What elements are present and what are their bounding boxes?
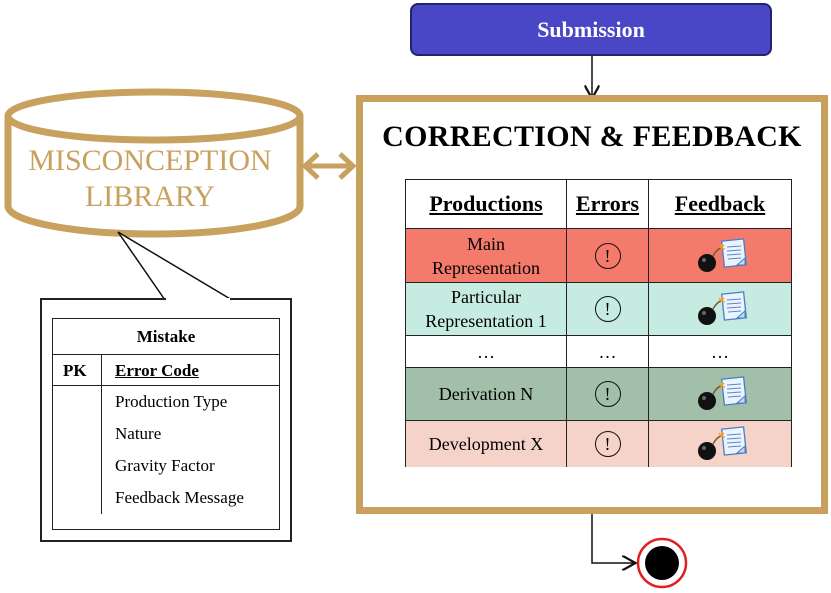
production-label-line: Development X [428,434,544,454]
mistake-callout [40,298,292,542]
production-label: Development X [429,432,543,456]
error-cell: ! [566,368,648,420]
library-link-arrow [301,152,357,180]
mistake-column-divider [101,354,102,514]
feedback-ellipsis: … [711,341,729,362]
table-row: Development X! [406,420,791,467]
table-header-row: Productions Errors Feedback [406,180,791,228]
library-label: MISCONCEPTION LIBRARY [0,143,300,215]
mistake-title-divider [53,354,279,355]
header-feedback: Feedback [648,180,791,228]
bomb-note-icon [698,291,748,325]
submission-box: Submission [410,3,772,56]
mistake-pk: PK [63,361,87,380]
production-label-line: … [477,341,495,362]
exclamation-icon: ! [594,381,621,407]
feedback-cell [648,229,791,282]
exclamation-icon: ! [594,431,621,457]
bomb-note-icon [698,237,748,272]
bomb-note-icon [698,426,748,460]
mistake-field: Nature [115,424,162,443]
production-label: … [477,340,495,364]
production-label-line: Derivation N [438,384,534,404]
feedback-cell [648,421,791,467]
production-label: Derivation N [439,382,533,406]
exclamation-icon: ! [594,296,621,322]
header-productions: Productions [429,191,543,216]
library-cylinder [4,88,304,238]
mistake-table: Mistake PK Error Code Production Type Na… [52,318,280,530]
mistake-field: Gravity Factor [115,456,215,475]
production-label-line: Particular [451,287,521,307]
mistake-key-field: Error Code [115,361,199,380]
error-cell: ! [566,229,648,282]
mistake-field: Production Type [115,392,228,411]
error-cell: … [566,336,648,367]
mistake-title: Mistake [136,327,196,346]
bomb-note-icon [698,376,748,410]
correction-title: CORRECTION & FEEDBACK [382,120,802,153]
library-label-line1: MISCONCEPTION [28,144,272,177]
header-errors: Errors [566,180,648,228]
production-label-line: Representation 1 [425,311,547,331]
library-label-line2: LIBRARY [84,180,216,213]
feedback-cell [648,368,791,420]
table-row: … … … [406,335,791,367]
mistake-field: Feedback Message [115,488,244,507]
feedback-cell: … [648,336,791,367]
production-name: Development X [406,421,566,467]
end-node-core [645,546,679,580]
production-label-line: Representation [432,257,540,278]
feedback-cell [648,283,791,335]
production-label-line: Main [467,233,505,254]
error-cell: ! [566,283,648,335]
production-name: Derivation N [406,368,566,420]
mistake-key-divider [53,385,279,386]
end-arrow [591,514,634,563]
table-row: Derivation N! [406,367,791,420]
production-name: … [406,336,566,367]
exclamation-icon: ! [594,242,621,269]
error-cell: ! [566,421,648,467]
error-ellipsis: … [598,341,617,362]
